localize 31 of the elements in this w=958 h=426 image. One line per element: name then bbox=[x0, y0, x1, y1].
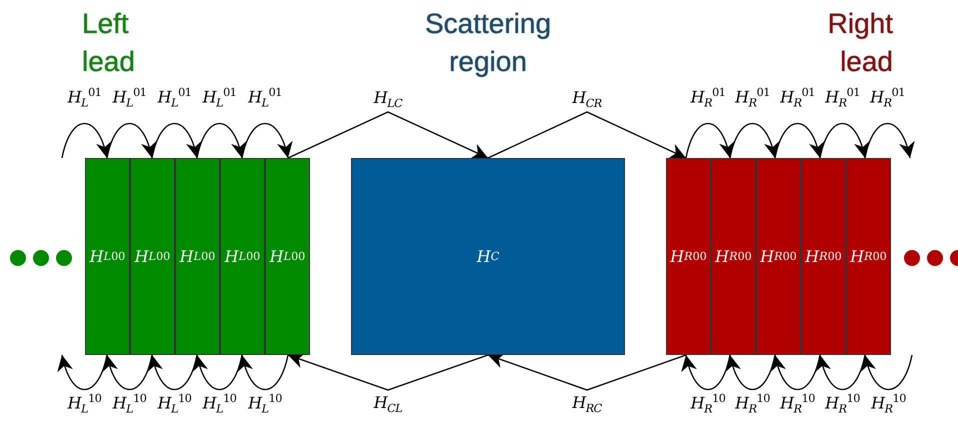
arrow bbox=[864, 123, 914, 158]
edge-label: H$_{RC}$ bbox=[572, 393, 602, 416]
arrow bbox=[488, 111, 686, 159]
edge-label: H$_{LC}$ bbox=[374, 88, 402, 111]
arrow bbox=[106, 123, 156, 158]
arrow bbox=[103, 354, 153, 390]
arrow bbox=[729, 123, 779, 158]
arrow bbox=[682, 354, 731, 390]
arrow bbox=[726, 354, 776, 390]
heading: Scattering region bbox=[424, 7, 552, 79]
arrow bbox=[774, 123, 824, 158]
arrow bbox=[241, 123, 292, 158]
arrow bbox=[488, 352, 686, 391]
arrow bbox=[58, 354, 108, 390]
arrow bbox=[816, 354, 866, 390]
arrow bbox=[196, 123, 246, 158]
arrow bbox=[193, 354, 243, 390]
arrow bbox=[861, 354, 913, 390]
arrow bbox=[148, 354, 198, 390]
edge-label: H$_{CR}$ bbox=[572, 88, 602, 111]
arrow bbox=[685, 123, 734, 158]
arrow bbox=[819, 123, 869, 158]
heading: Left lead bbox=[82, 7, 136, 79]
heading: Right lead bbox=[826, 7, 893, 79]
arrow bbox=[151, 123, 201, 158]
edge-label: H$_{CL}$ bbox=[374, 393, 402, 416]
arrow bbox=[771, 354, 821, 390]
arrow bbox=[288, 111, 488, 159]
arrow bbox=[61, 123, 111, 158]
arrow bbox=[238, 354, 289, 390]
arrow bbox=[288, 352, 488, 391]
